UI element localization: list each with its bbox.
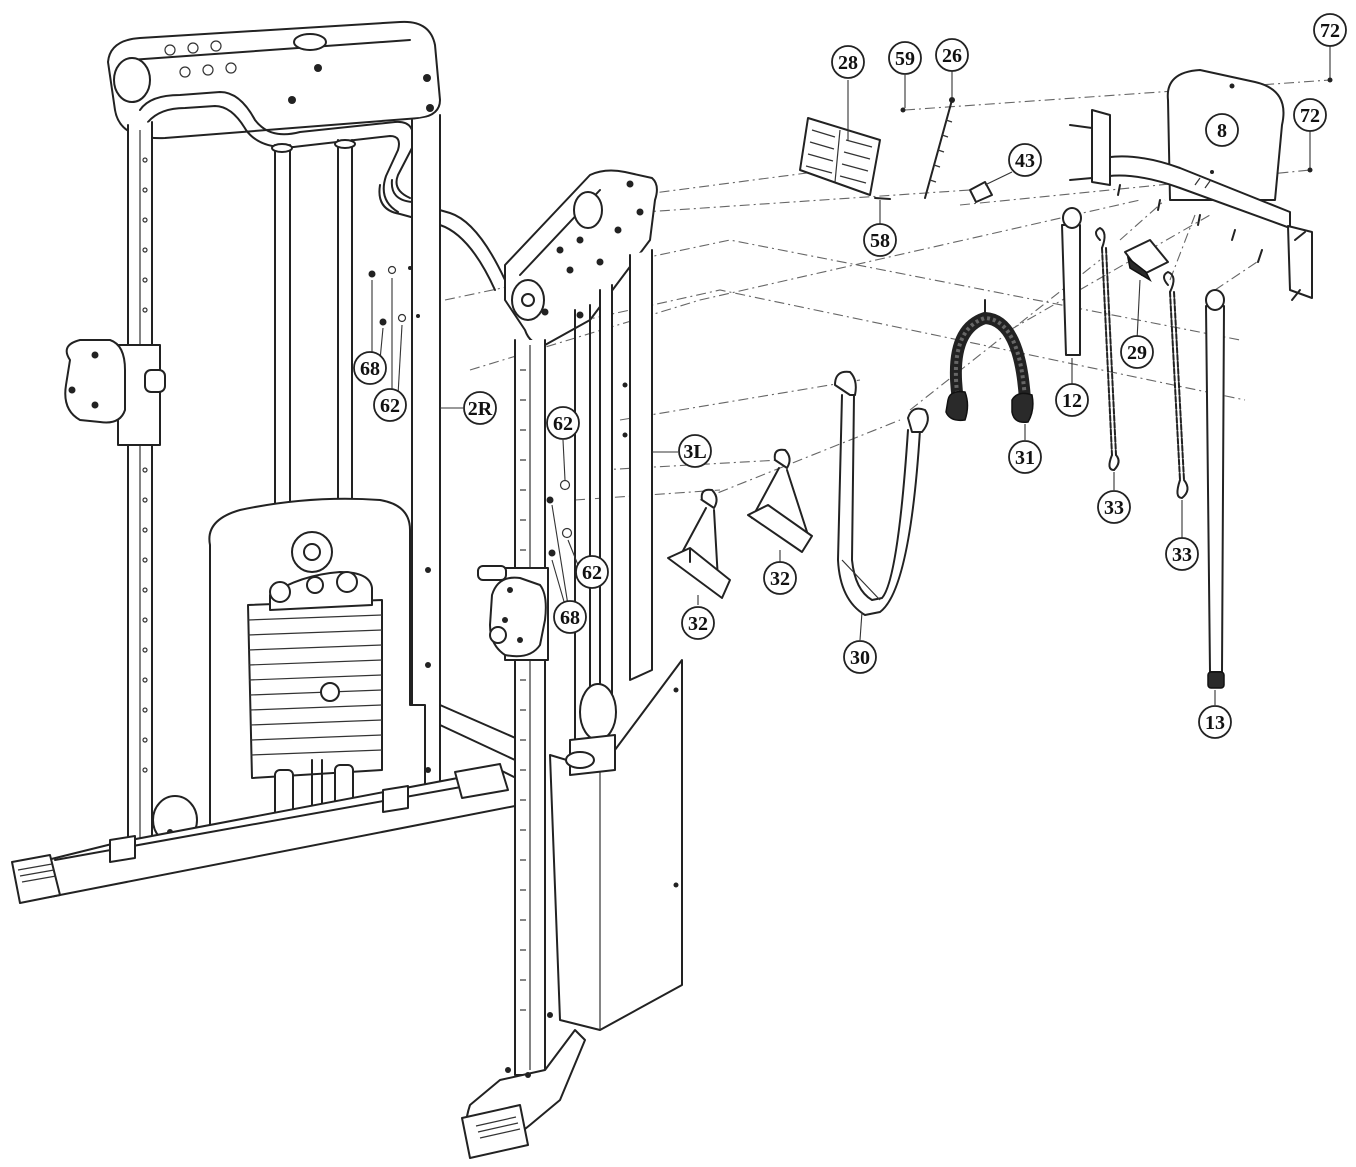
callout-ring <box>863 223 897 257</box>
callout-ring <box>831 45 865 79</box>
callout-c68a: 68 <box>353 351 387 385</box>
callout-number: 62 <box>553 413 573 435</box>
column-scale <box>520 369 526 1011</box>
callout-number: 13 <box>1205 712 1225 734</box>
callout-number: 31 <box>1015 447 1035 469</box>
callout-ring <box>763 561 797 595</box>
callout-ring <box>678 434 712 468</box>
callout-number: 8 <box>1217 120 1227 142</box>
callout-c58: 58 <box>863 223 897 257</box>
callout-number: 72 <box>1300 105 1320 127</box>
callout-c43: 43 <box>1008 143 1042 177</box>
frame-3l <box>461 169 683 1159</box>
clip-29 <box>1124 239 1169 282</box>
callout-ring <box>1313 13 1347 47</box>
callout-ring <box>1008 143 1042 177</box>
callout-number: 43 <box>1015 150 1035 172</box>
ankle-strap-30 <box>834 370 929 616</box>
callout-c32b: 32 <box>763 561 797 595</box>
callout-number: 2R <box>468 398 493 420</box>
callout-number: 62 <box>582 562 602 584</box>
callout-number: 59 <box>895 48 915 70</box>
callout-ring <box>463 391 497 425</box>
callout-ring <box>843 640 877 674</box>
callout-ring <box>1165 537 1199 571</box>
callout-ring <box>373 388 407 422</box>
callout-c62c: 62 <box>575 555 609 589</box>
callout-c33a: 33 <box>1097 490 1131 524</box>
callout-number: 28 <box>838 52 858 74</box>
callout-ring <box>575 555 609 589</box>
callout-c28: 28 <box>831 45 865 79</box>
end-cap-43 <box>969 181 993 203</box>
callout-c62b: 62 <box>546 406 580 440</box>
callout-number: 62 <box>380 395 400 417</box>
callout-number: 58 <box>870 230 890 252</box>
tricep-rope-31 <box>945 299 1034 424</box>
callout-c31: 31 <box>1008 440 1042 474</box>
callout-c13: 13 <box>1198 705 1232 739</box>
callout-number: 72 <box>1320 20 1340 42</box>
callout-c72a: 72 <box>1313 13 1347 47</box>
callout-c12: 12 <box>1055 383 1089 417</box>
callout-number: 30 <box>850 647 870 669</box>
callout-number: 12 <box>1062 390 1082 412</box>
callout-number: 68 <box>360 358 380 380</box>
callout-ring <box>1198 705 1232 739</box>
long-bar-13 <box>1205 289 1225 689</box>
callout-c68b: 68 <box>553 600 587 634</box>
callout-ring <box>1055 383 1089 417</box>
callout-c32a: 32 <box>681 606 715 640</box>
callout-c3L: 3L <box>678 434 712 468</box>
bracket-26 <box>874 97 955 200</box>
pullup-bar-assembly <box>1069 69 1333 301</box>
callout-number: 68 <box>560 607 580 629</box>
leader-lines <box>371 45 1331 705</box>
column-holes <box>142 157 148 773</box>
callout-number: 3L <box>683 441 706 463</box>
callout-c29: 29 <box>1120 335 1154 369</box>
callout-number: 32 <box>770 568 790 590</box>
callout-number: 29 <box>1127 342 1147 364</box>
handle-32a <box>667 488 731 599</box>
weight-plates <box>247 614 383 756</box>
callout-number: 33 <box>1172 544 1192 566</box>
callout-c72b: 72 <box>1293 98 1327 132</box>
callout-ring <box>888 41 922 75</box>
callout-c26: 26 <box>935 38 969 72</box>
callout-number: 32 <box>688 613 708 635</box>
callout-ring <box>935 38 969 72</box>
callout-number: 33 <box>1104 497 1124 519</box>
handle-32b <box>747 448 813 553</box>
callout-ring <box>1120 335 1154 369</box>
callout-ring <box>353 351 387 385</box>
handle-bar-12 <box>1061 207 1082 356</box>
callout-c62a: 62 <box>373 388 407 422</box>
callout-ring <box>1205 113 1239 147</box>
callout-ring <box>1008 440 1042 474</box>
callout-number: 26 <box>942 45 962 67</box>
chain-33b <box>1163 271 1189 499</box>
callout-c8: 8 <box>1205 113 1239 147</box>
callout-c30: 30 <box>843 640 877 674</box>
callout-ring <box>681 606 715 640</box>
callout-ring <box>553 600 587 634</box>
callout-ring <box>1293 98 1327 132</box>
callout-c33b: 33 <box>1165 537 1199 571</box>
frame-2r <box>11 20 521 904</box>
callout-c2R: 2R <box>463 391 497 425</box>
chain-33a <box>1095 227 1120 471</box>
callout-c59: 59 <box>888 41 922 75</box>
placard-28 <box>799 117 881 196</box>
callout-ring <box>546 406 580 440</box>
callout-ring <box>1097 490 1131 524</box>
